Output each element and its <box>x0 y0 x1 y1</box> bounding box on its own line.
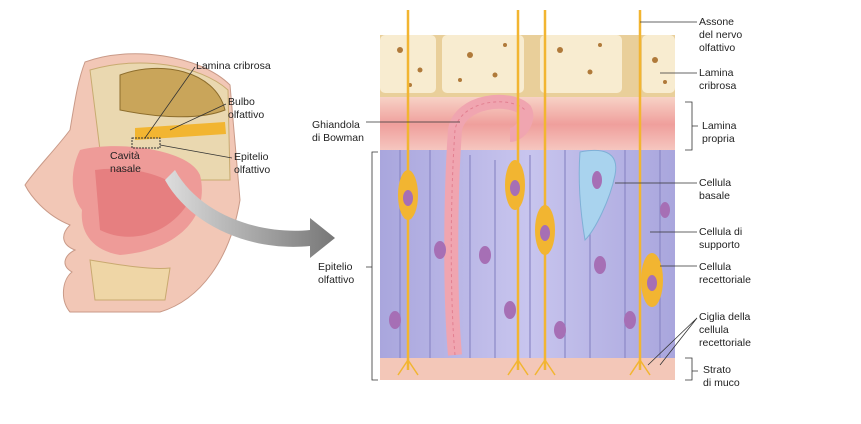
label-text: cribrosa <box>699 80 737 92</box>
label-text: Assone <box>699 16 735 28</box>
label-text: Lamina cribrosa <box>196 60 271 72</box>
label-text: Cavità <box>110 150 140 162</box>
detail-panel <box>380 10 675 380</box>
label-text: Cellula <box>699 177 732 189</box>
label-text: basale <box>699 190 730 202</box>
label-text: Bulbo <box>228 96 255 108</box>
label-text: cellula <box>699 324 729 336</box>
label-text: olfattivo <box>234 164 271 176</box>
label-text: Ghiandola <box>312 119 360 131</box>
label-text: recettoriale <box>699 274 751 286</box>
label-text: Strato <box>703 364 732 376</box>
label-text: Cellula di <box>699 226 743 238</box>
label-text: Epitelio <box>234 151 269 163</box>
label-text: nasale <box>110 163 141 175</box>
label-text: Ciglia della <box>699 311 751 323</box>
label-text: di Bowman <box>312 132 364 144</box>
label-text: olfattivo <box>699 42 736 54</box>
head-section <box>24 53 241 313</box>
label-text: propria <box>702 133 735 145</box>
label-text: del nervo <box>699 29 743 41</box>
label-text: recettoriale <box>699 337 751 349</box>
label-text: Epitelio <box>318 261 353 273</box>
label-text: Cellula <box>699 261 732 273</box>
label-text: olfattivo <box>228 109 265 121</box>
label-lamina-cribrosa-head: Lamina cribrosa <box>196 60 271 73</box>
label-text: supporto <box>699 239 740 251</box>
label-text: di muco <box>703 377 740 389</box>
arrow <box>165 170 335 258</box>
label-text: Lamina <box>702 120 737 132</box>
leader-lines <box>144 21 698 381</box>
label-text: olfattivo <box>318 274 355 286</box>
label-text: Lamina <box>699 67 734 79</box>
